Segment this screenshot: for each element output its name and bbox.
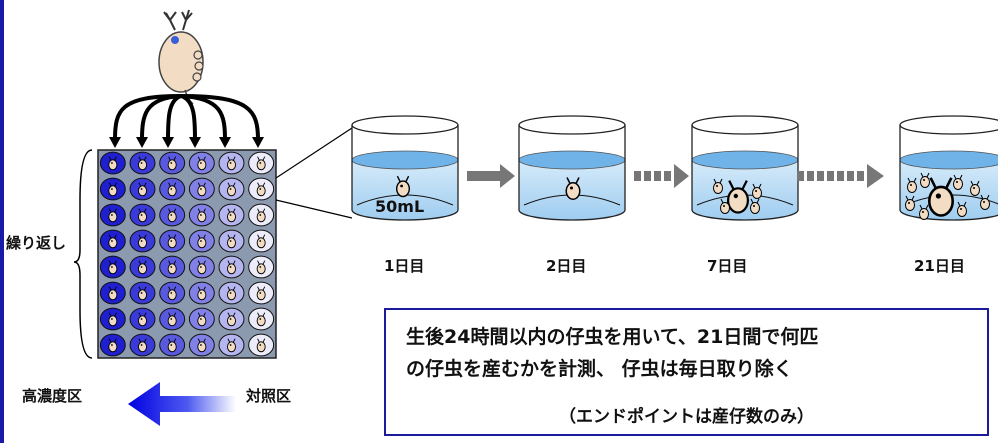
replicates-bracket (73, 149, 93, 359)
left-edge-bar (0, 0, 4, 443)
description-box: 生後24時間以内の仔虫を用いて、21日間で何匹 の仔虫を産むかを計測、 仔虫は毎… (384, 308, 989, 436)
volume-label: 50mL (375, 197, 425, 216)
beaker-icon (518, 115, 626, 221)
day-label-7: 7日目 (707, 257, 748, 275)
replicates-label: 繰り返し (6, 234, 67, 252)
dashed-gray-arrow-1 (634, 164, 689, 188)
beaker-icon (899, 115, 998, 221)
zoom-line-bottom (275, 199, 353, 219)
gradient-arrow-icon (128, 382, 236, 426)
day-label-1: 1日目 (384, 257, 425, 275)
description-line-1: 生後24時間以内の仔虫を用いて、21日間で何匹 (406, 326, 819, 348)
test-plate (97, 149, 277, 359)
zoom-line-top (275, 127, 353, 179)
beaker-icon (691, 115, 799, 221)
dashed-gray-arrow-2 (797, 164, 884, 188)
distribution-arrows (113, 94, 260, 141)
beaker-icon (351, 115, 459, 221)
daphnia-icon (158, 9, 204, 105)
day-label-2: 2日目 (546, 257, 587, 275)
day-label-21: 21日目 (914, 257, 965, 275)
description-endpoint-note: （エンドポイントは産仔数のみ） (559, 407, 814, 427)
gray-arrow-icon (467, 164, 515, 188)
control-label: 対照区 (246, 387, 292, 405)
high-concentration-label: 高濃度区 (22, 387, 83, 405)
description-line-2: の仔虫を産むかを計測、 仔虫は毎日取り除く (406, 358, 793, 380)
test-plate-wells (99, 151, 275, 357)
